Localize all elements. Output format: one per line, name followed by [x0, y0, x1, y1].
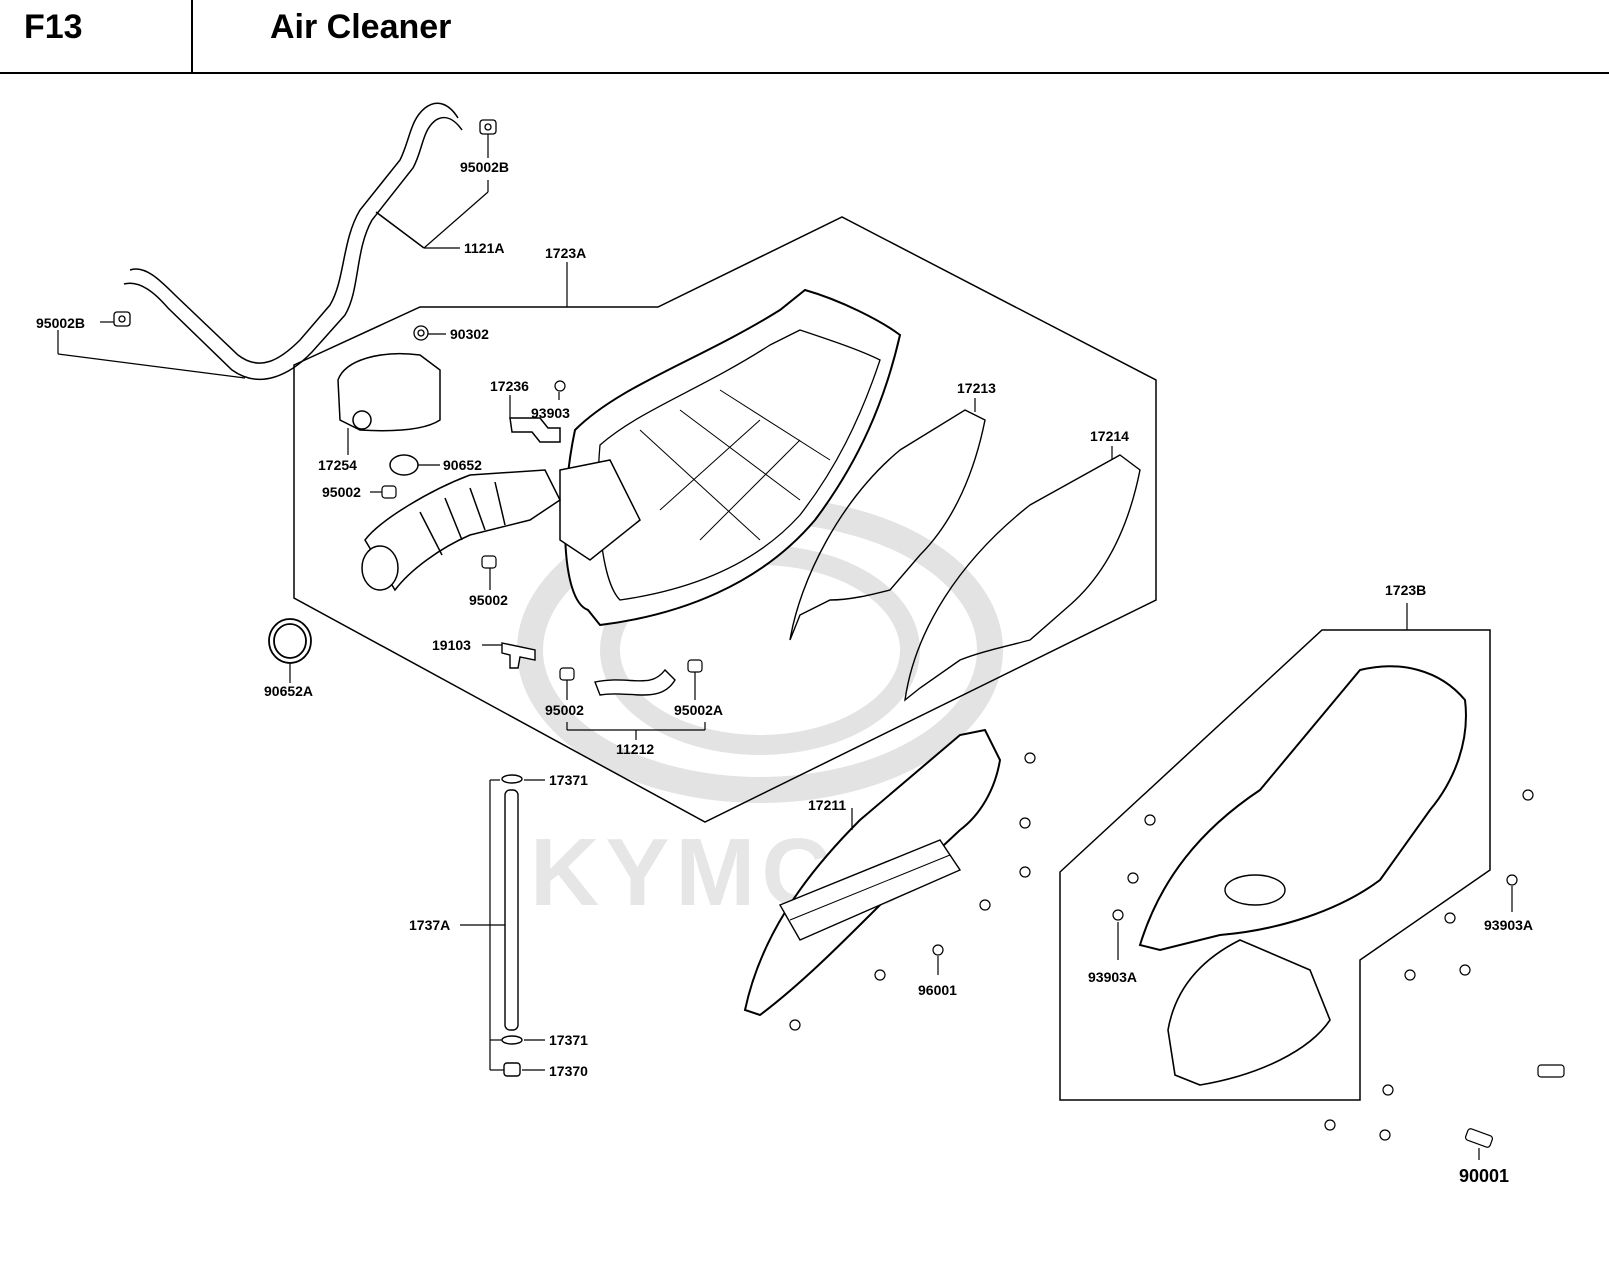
label-17236: 17236: [490, 378, 529, 394]
clamp-95002-b: [481, 555, 497, 569]
label-95002-c: 95002: [545, 702, 584, 718]
hose-19103: [501, 642, 536, 669]
label-1723B: 1723B: [1385, 582, 1426, 598]
label-1121A: 1121A: [464, 240, 504, 256]
gasket-17213: [789, 409, 986, 641]
label-17254: 17254: [318, 457, 357, 473]
label-93903: 93903: [531, 405, 570, 421]
air-cleaner-case-1723A: [559, 288, 902, 627]
header-divider: [191, 0, 193, 74]
clamp-95002-a: [381, 485, 397, 499]
label-17371-top: 17371: [549, 772, 588, 788]
label-93903A-left: 93903A: [1088, 969, 1137, 985]
label-17214: 17214: [1090, 428, 1129, 444]
clamp-95002B-left: [113, 311, 131, 327]
clamp-95002-c: [559, 667, 575, 681]
label-90001: 90001: [1459, 1166, 1509, 1186]
clamp-95002B-top: [479, 119, 497, 135]
label-93903A-right: 93903A: [1484, 917, 1533, 933]
label-90652A: 90652A: [264, 683, 313, 699]
assembly-1723A-outline: [293, 216, 1157, 823]
label-95002B-top: 95002B: [460, 159, 509, 175]
clamp-95002A: [687, 659, 703, 673]
label-17213: 17213: [957, 380, 996, 396]
label-95002A: 95002A: [674, 702, 723, 718]
part-labels: 95002B 1121A 1723A 95002B 90302 17236 93…: [36, 159, 1533, 1186]
leader-lines: [57, 134, 1513, 1160]
label-17211: 17211: [808, 797, 846, 813]
resonator-17254: [337, 353, 441, 432]
label-95002B-left: 95002B: [36, 315, 85, 331]
label-11212: 11212: [616, 741, 654, 757]
hose-11212: [594, 668, 676, 696]
label-1723A: 1723A: [545, 245, 586, 261]
label-95002-b: 95002: [469, 592, 508, 608]
drain-tube-1737A: [501, 774, 523, 1077]
clamp-90652A: [268, 618, 312, 664]
label-96001: 96001: [918, 982, 957, 998]
breather-hose-1121A: [123, 102, 463, 381]
label-17370: 17370: [549, 1063, 588, 1079]
gasket-17214: [904, 454, 1141, 702]
air-cleaner-cover-1723B: [1138, 665, 1467, 1086]
label-17371-bottom: 17371: [549, 1032, 588, 1048]
label-1737A: 1737A: [409, 917, 450, 933]
intake-duct: [361, 469, 561, 592]
screws: [554, 380, 1565, 1148]
assembly-1723B-outline: [1059, 629, 1491, 1101]
bracket-17236: [509, 417, 561, 443]
label-95002-a: 95002: [322, 484, 361, 500]
page-title: Air Cleaner: [270, 8, 452, 46]
nut-90302: [413, 325, 429, 341]
section-code: F13: [24, 8, 83, 46]
clamp-90652: [389, 454, 419, 476]
label-90652: 90652: [443, 457, 482, 473]
element-17211: [743, 728, 1002, 1017]
label-19103: 19103: [432, 637, 471, 653]
page-header: F13 Air Cleaner: [0, 0, 1609, 74]
label-90302: 90302: [450, 326, 489, 342]
